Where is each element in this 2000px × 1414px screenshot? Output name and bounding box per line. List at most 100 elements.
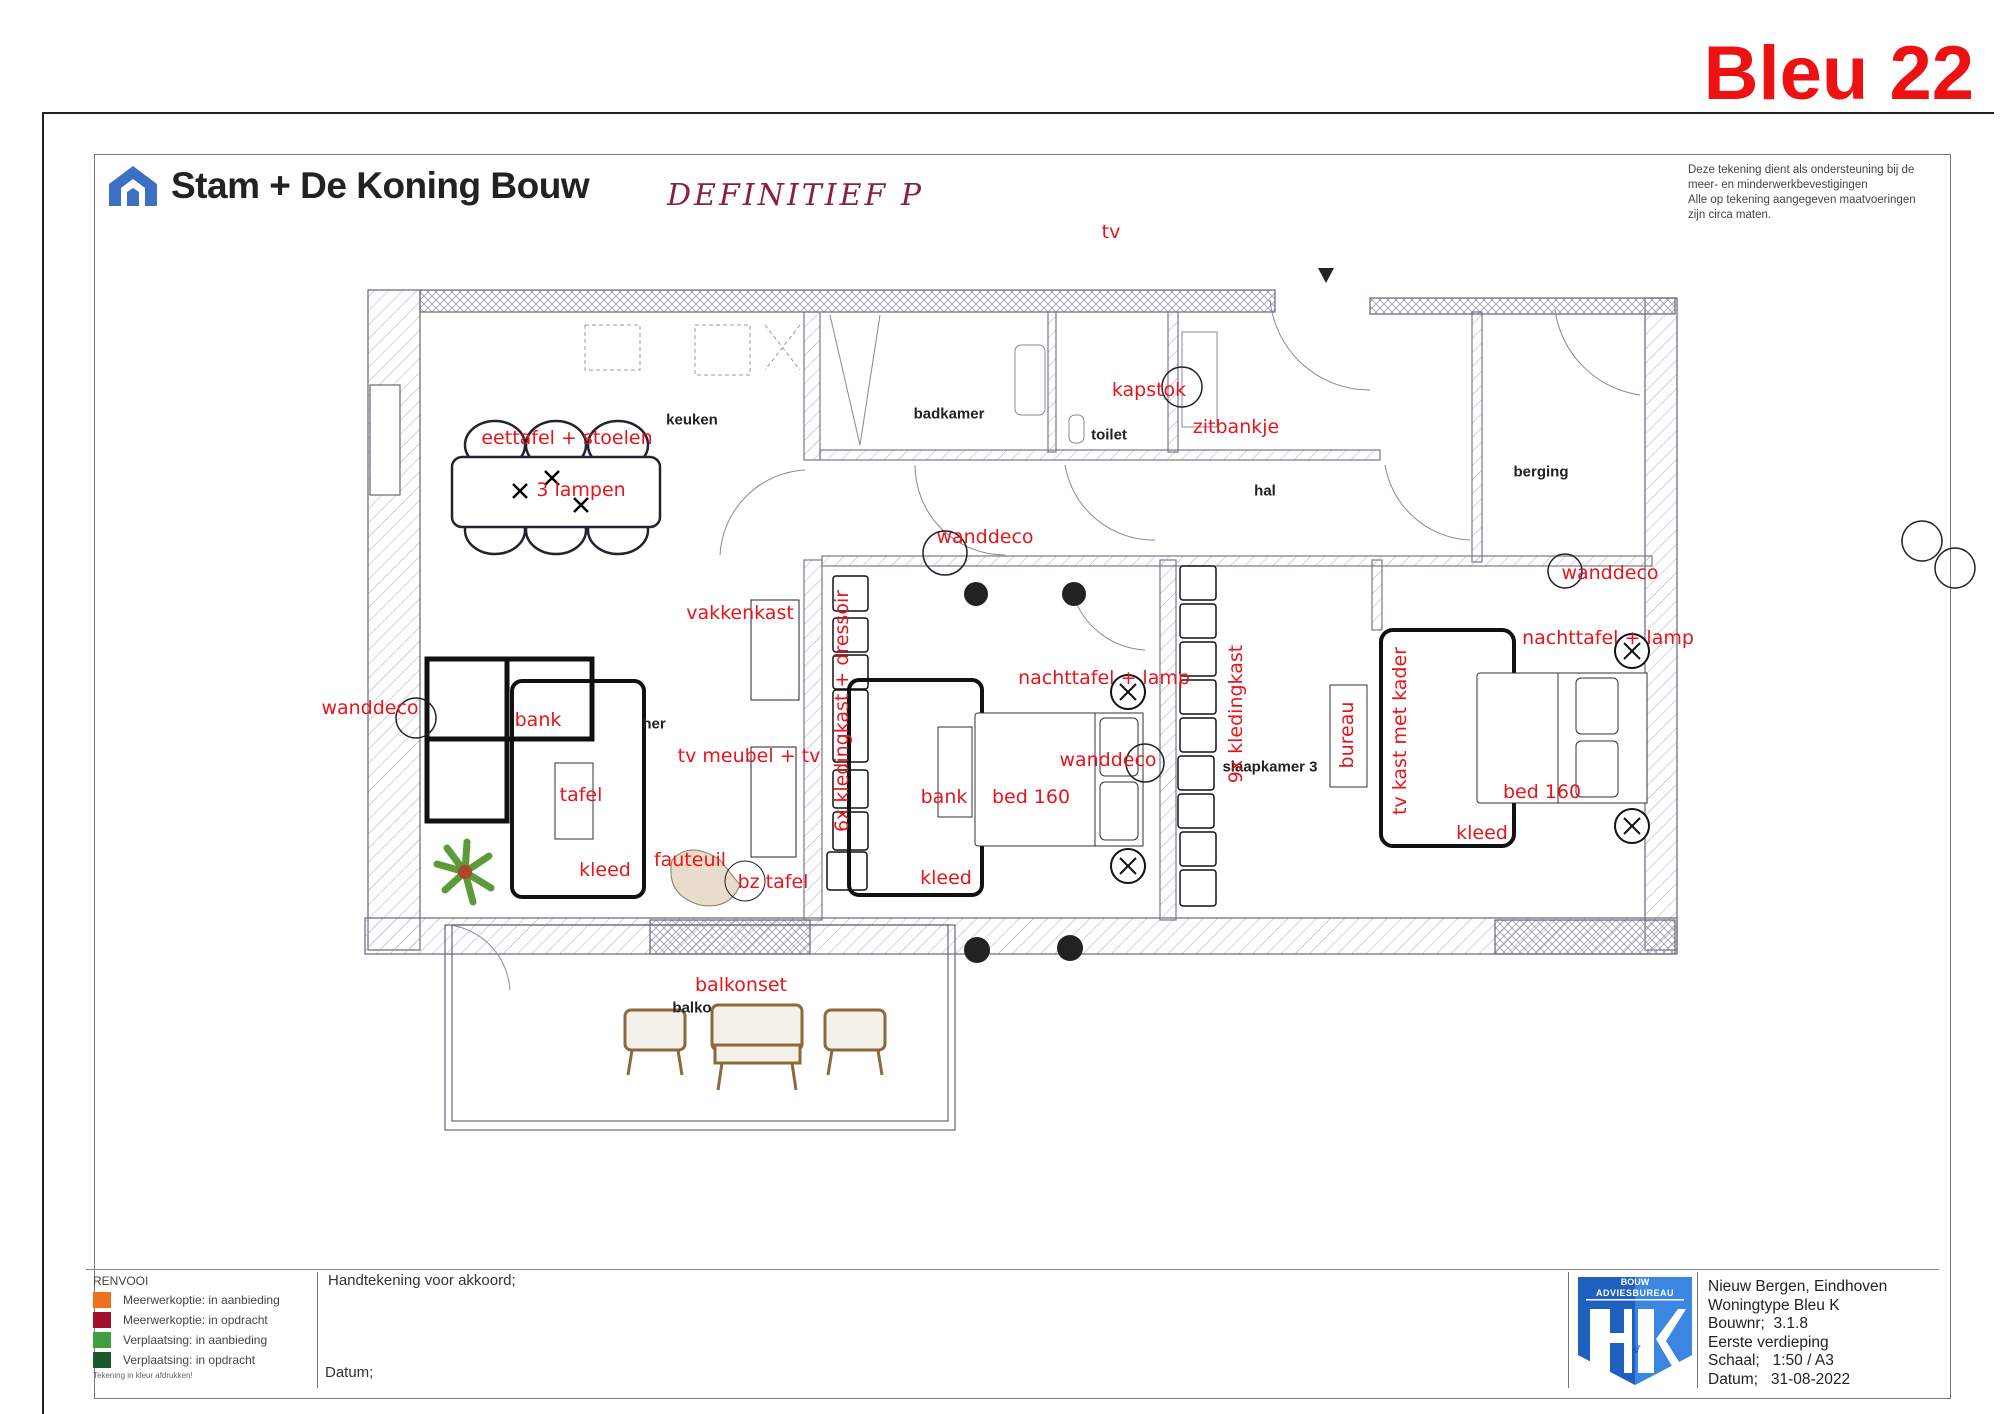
title-block [86,1269,1939,1397]
desk [1329,684,1368,788]
svg-text:v: v [1631,1341,1641,1357]
side-table [724,860,766,902]
annotation-bank-woon: bank [514,709,562,731]
definitief-stamp: DEFINITIEF P [667,178,925,213]
dining-table [450,419,662,556]
project-date: Datum; 31-08-2022 [1708,1370,1851,1388]
balcony-furniture [623,1003,887,1091]
annotation-nachttafel-2: nachttafel + lamp [1522,627,1694,649]
brand-name: Stam + De Koning Bouw [171,165,590,206]
armchair [670,849,741,907]
room-label-slaapkamer3: slaapkamer 3 [1222,758,1318,776]
hvk-logo-line1: BOUW [1620,1277,1650,1287]
divider [1568,1272,1569,1388]
annotation-kledingkast-6x: 6x kledingkast + dressoir [831,589,853,833]
hvk-logo: v BOUW ADVIESBUREAU [1576,1275,1694,1392]
sensor-dots [964,582,1086,963]
legend-item: Meerwerkoptie: in opdracht [93,1312,280,1328]
legend-label: Verplaatsing: in opdracht [123,1353,256,1367]
legend-label: Meerwerkoptie: in aanbieding [123,1293,280,1307]
note-line: meer- en minderwerkbevestigingen [1688,179,1868,191]
room-label-keuken: keuken [666,411,718,429]
plant-icon [433,838,495,906]
annotation-tvmeubel: tv meubel + tv [677,745,821,767]
note-line: zijn circa maten. [1688,209,1772,221]
bathroom-fixtures [829,314,1218,446]
brand-logo: Stam + De Koning Bouw [105,162,590,210]
annotation-balkonset: balkonset [694,974,788,996]
room-label-toilet: toilet [1091,426,1127,444]
legend-footnote: Tekening in kleur afdrukken! [93,1371,193,1380]
legend-label: Meerwerkoptie: in opdracht [123,1313,268,1327]
annotation-fauteuil: fauteuil [653,849,727,871]
bench-bedroom1 [937,726,973,818]
project-location: Nieuw Bergen, Eindhoven [1708,1278,1888,1295]
bed-bedroom1 [974,712,1144,847]
legend-swatch-orange [93,1292,111,1308]
project-scale: Schaal; 1:50 / A3 [1708,1352,1834,1369]
legend-swatch-darkgreen [93,1352,111,1368]
room-label-badkamer: badkamer [913,405,985,423]
annotation-eettafel: eettafel + stoelen [481,427,653,449]
annotation-tv: tv [1101,221,1121,243]
wall-deco-circles [395,366,1976,783]
annotation-bank-slk: bank [920,786,968,808]
legend-item: Verplaatsing: in opdracht [93,1352,280,1368]
annotation-kleed-slk2: kleed [1456,822,1508,844]
legend-item: Meerwerkoptie: in aanbieding [93,1292,280,1308]
sofa [424,656,595,824]
divider [317,1272,318,1388]
annotation-wanddeco-berging: wanddeco [1561,562,1659,584]
hvk-logo-line2: ADVIESBUREAU [1595,1288,1675,1298]
project-floor: Eerste verdieping [1708,1333,1829,1351]
annotation-bed-2: bed 160 [1502,781,1582,803]
annotation-kledingkast-9x: 9x kledingkast [1225,644,1247,784]
legend: RENVOOI Meerwerkoptie: in aanbieding Mee… [93,1274,280,1380]
annotation-wanddeco-woon: wanddeco [321,697,419,719]
room-label-hal: hal [1254,482,1276,500]
annotation-vakkenkast: vakkenkast [686,602,794,624]
legend-title: RENVOOI [93,1274,149,1288]
annotation-wanddeco-hal: wanddeco [936,526,1034,548]
lamp-markers [512,470,589,513]
annotation-bureau: bureau [1336,701,1358,769]
kitchen-counter [584,324,801,376]
annotation-tafel: tafel [559,784,603,806]
signature-date-label: Datum; [325,1364,374,1381]
coffee-table [554,762,594,840]
rug-living [510,679,646,899]
legend-label: Verplaatsing: in aanbieding [123,1333,268,1347]
paper-edge [42,112,1994,1414]
divider [1697,1272,1698,1388]
annotation-wanddeco-slk: wanddeco [1059,749,1157,771]
annotation-zitbankje: zitbankje [1192,416,1280,438]
annotation-lampen: 3 lampen [536,479,626,501]
balcony [444,924,956,1131]
project-info: Nieuw Bergen, Eindhoven Woningtype Bleu … [1708,1278,1887,1389]
legend-item: Verplaatsing: in aanbieding [93,1332,280,1348]
note-line: Deze tekening dient als ondersteuning bi… [1688,164,1915,176]
wardrobes-9x [1177,565,1217,907]
cabinets-living [750,599,800,858]
page-title: Bleu 22 [1703,31,1974,116]
bed-bedroom2 [1476,672,1648,804]
entrance-marker-icon [1318,268,1334,283]
house-logo-icon [109,166,157,206]
annotation-nachttafel-1: nachttafel + lamp [1018,667,1190,689]
room-label-balkon: balko [672,999,712,1017]
annotation-kapstok: kapstok [1111,379,1187,401]
annotation-kleed-woon: kleed [579,859,631,881]
legend-swatch-green [93,1332,111,1348]
inner-walls [803,311,1653,921]
signature-label: Handtekening voor akkoord; [328,1272,516,1289]
room-label-woonkamer: her [642,715,666,733]
note-line: Alle op tekening aangegeven maatvoeringe… [1688,194,1916,206]
project-type: Woningtype Bleu K [1708,1296,1840,1314]
annotation-bed-1: bed 160 [991,786,1071,808]
room-label-berging: berging [1513,463,1569,481]
annotation-kleed-slk: kleed [920,867,972,889]
drawing-frame [94,154,1951,1399]
nightstand-lamp-icons [1110,633,1650,884]
disclaimer-note: Deze tekening dient als ondersteuning bi… [1688,163,1950,223]
